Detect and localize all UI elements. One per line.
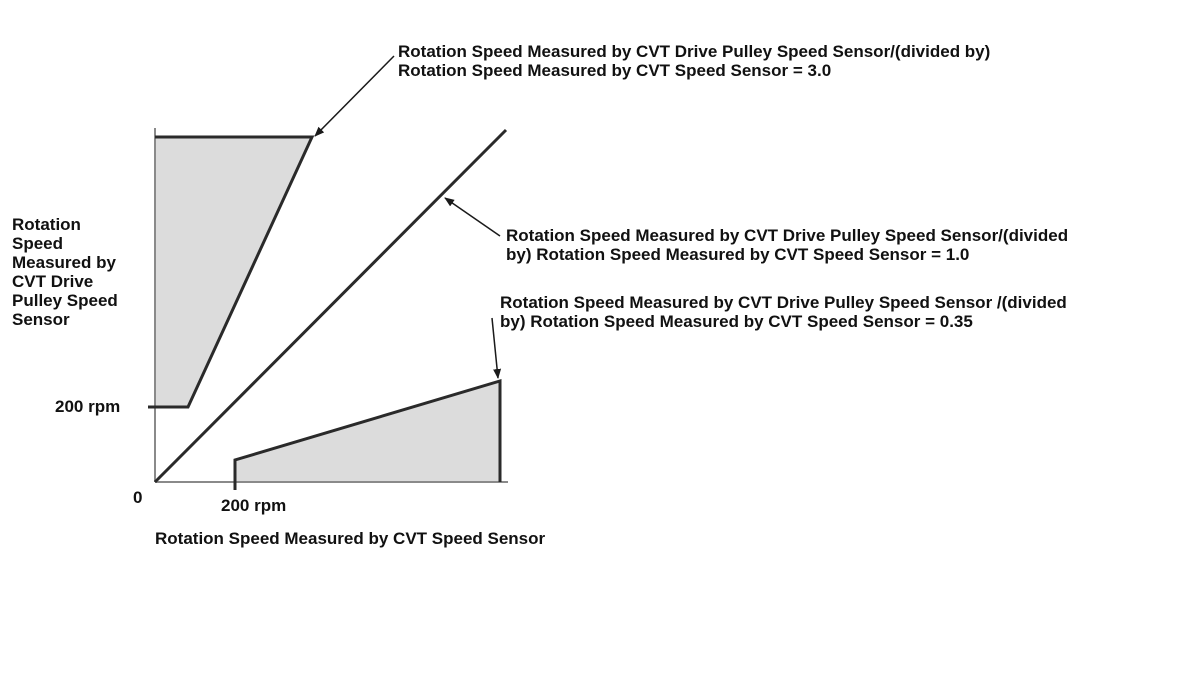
ratio-035-boundary: [233, 378, 502, 490]
arrow-ratio-3: [314, 55, 395, 137]
ratio-1-line: [153, 128, 508, 484]
annotation-ratio-1: Rotation Speed Measured by CVT Drive Pul…: [506, 226, 1069, 264]
y-tick-label: 200 rpm: [55, 397, 121, 416]
arrow-ratio-035: [491, 317, 502, 379]
annotation-ratio-3: Rotation Speed Measured by CVT Drive Pul…: [398, 42, 991, 80]
lower-shaded-region: [235, 381, 500, 482]
arrow-ratio-1: [444, 197, 501, 237]
annotation-ratio-035: Rotation Speed Measured by CVT Drive Pul…: [500, 293, 1067, 331]
ratio-3-boundary: [148, 135, 315, 409]
y-axis-title: Rotation Speed Measured by CVT Drive Pul…: [12, 215, 118, 329]
origin-label: 0: [133, 488, 143, 507]
x-axis-title: Rotation Speed Measured by CVT Speed Sen…: [155, 529, 546, 548]
upper-shaded-region: [155, 137, 312, 407]
x-tick-label: 200 rpm: [221, 496, 287, 515]
